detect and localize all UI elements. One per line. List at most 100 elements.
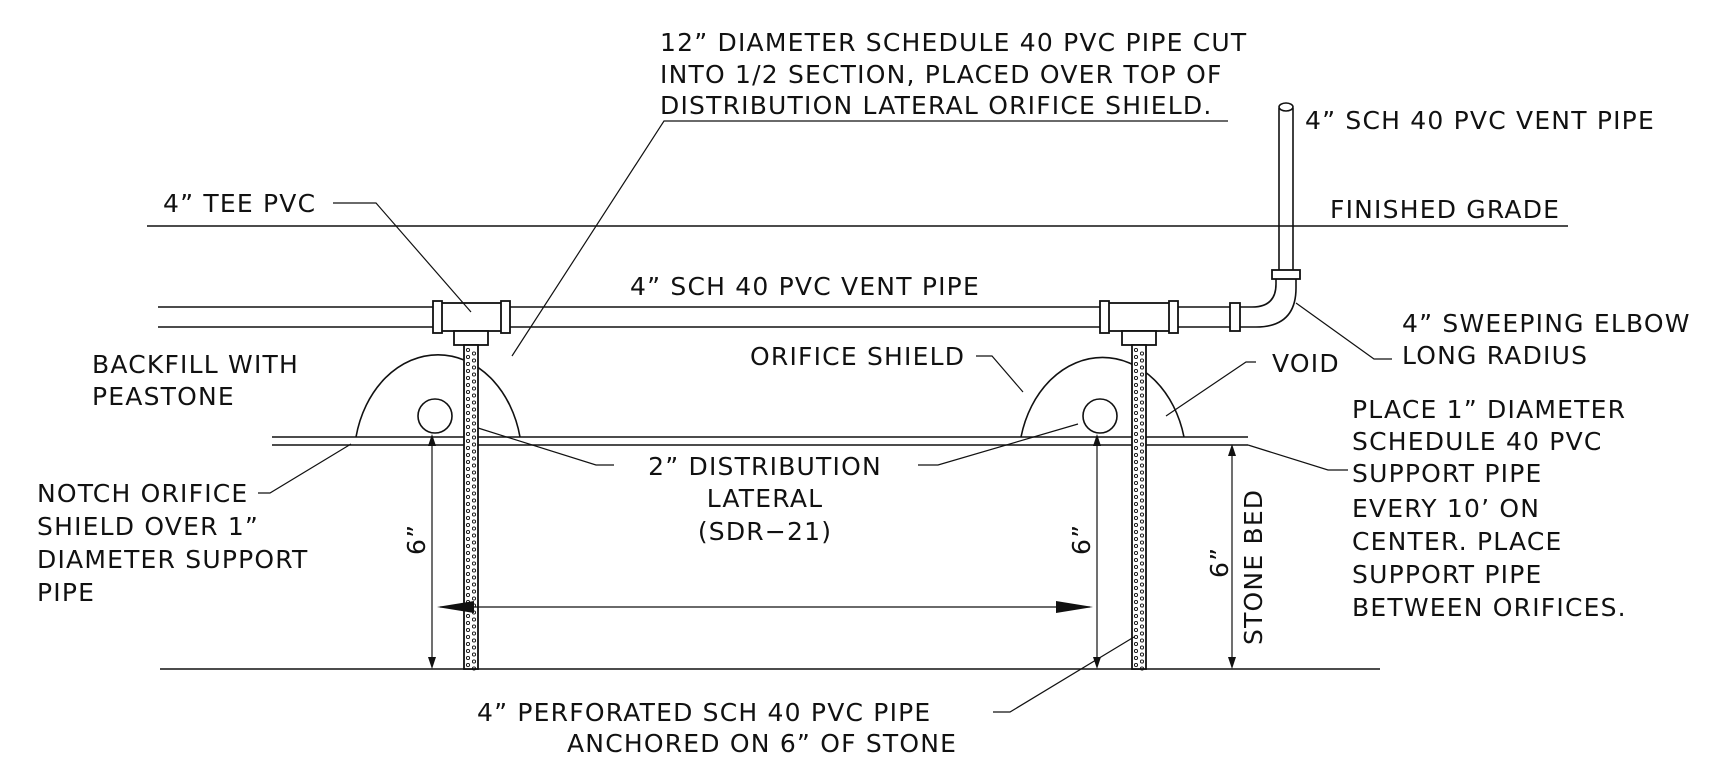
perforation-hole: [471, 638, 477, 643]
perforation-hole: [471, 561, 477, 566]
perforation-hole: [1139, 421, 1145, 426]
svg-text:LATERAL: LATERAL: [707, 484, 824, 513]
perforation-hole: [471, 589, 477, 594]
svg-text:BACKFILL WITH: BACKFILL WITH: [92, 350, 299, 379]
callout-tee: 4” TEE PVC: [163, 189, 316, 218]
perforation-hole: [471, 526, 477, 531]
perforation-hole: [1139, 470, 1145, 475]
perforation-hole: [465, 641, 471, 647]
perforation-hole: [1139, 428, 1145, 433]
perforation-hole: [465, 564, 471, 570]
perforation-hole: [1133, 634, 1139, 640]
orifice-shield-right: [1020, 356, 1185, 438]
perforation-hole: [465, 536, 471, 542]
perforation-hole: [471, 435, 477, 440]
perforation-hole: [1133, 501, 1139, 507]
perforation-hole: [471, 631, 477, 636]
perforation-hole: [1139, 589, 1145, 594]
svg-text:PLACE 1” DIAMETER: PLACE 1” DIAMETER: [1352, 395, 1626, 424]
perforation-hole: [1133, 543, 1139, 549]
perforation-hole: [1133, 578, 1139, 584]
perforation-hole: [1139, 386, 1145, 391]
perforation-hole: [1139, 484, 1145, 489]
perforation-hole: [465, 403, 471, 409]
callout-support-pipe: PLACE 1” DIAMETER SCHEDULE 40 PVC SUPPOR…: [1352, 395, 1627, 622]
perforation-hole: [1139, 526, 1145, 531]
perforation-hole: [465, 480, 471, 486]
svg-text:PEASTONE: PEASTONE: [92, 382, 235, 411]
perforation-hole: [471, 400, 477, 405]
perforation-hole: [471, 659, 477, 664]
leader-lines: [258, 120, 1392, 713]
perforation-hole: [1139, 358, 1145, 363]
perforation-hole: [1133, 368, 1139, 374]
perforation-hole: [1133, 585, 1139, 591]
perforation-hole: [1139, 610, 1145, 615]
perforation-hole: [1139, 631, 1145, 636]
perforation-hole: [471, 575, 477, 580]
callout-elbow: 4” SWEEPING ELBOW LONG RADIUS: [1402, 309, 1689, 370]
perforation-hole: [1133, 515, 1139, 521]
perforation-hole: [1139, 596, 1145, 601]
svg-text:BETWEEN ORIFICES.: BETWEEN ORIFICES.: [1352, 593, 1627, 622]
perforation-hole: [465, 571, 471, 577]
perforation-hole: [465, 662, 471, 668]
perforation-hole: [1139, 463, 1145, 468]
perforation-hole: [465, 515, 471, 521]
perforation-hole: [1133, 410, 1139, 416]
perforation-hole: [465, 655, 471, 661]
perforation-hole: [1133, 452, 1139, 458]
perforation-hole: [1139, 540, 1145, 545]
perforation-hole: [465, 522, 471, 528]
perforation-hole: [471, 442, 477, 447]
perforation-hole: [465, 410, 471, 416]
callout-finished-grade: FINISHED GRADE: [1330, 195, 1560, 224]
perforation-hole: [1139, 659, 1145, 664]
perforation-hole: [1139, 512, 1145, 517]
perforation-hole: [465, 627, 471, 633]
callout-void: VOID: [1272, 349, 1340, 378]
perforation-hole: [465, 585, 471, 591]
perforation-hole: [471, 519, 477, 524]
perforation-hole: [471, 533, 477, 538]
perforation-hole: [471, 547, 477, 552]
perforation-hole: [1133, 550, 1139, 556]
perforation-hole: [1133, 403, 1139, 409]
perforation-hole: [465, 634, 471, 640]
perforation-hole: [1139, 547, 1145, 552]
perforation-hole: [1133, 613, 1139, 619]
perforation-hole: [465, 396, 471, 402]
perforation-hole: [471, 568, 477, 573]
perforation-hole: [1133, 480, 1139, 486]
perforation-hole: [465, 431, 471, 437]
perforation-hole: [1133, 354, 1139, 360]
svg-text:4” PERFORATED SCH 40 PVC PIPE: 4” PERFORATED SCH 40 PVC PIPE: [477, 698, 931, 727]
perforation-hole: [471, 351, 477, 356]
perforation-hole: [1133, 648, 1139, 654]
callout-half-section: 12” DIAMETER SCHEDULE 40 PVC PIPE CUT IN…: [660, 28, 1247, 120]
perforation-hole: [471, 617, 477, 622]
perforation-hole: [465, 354, 471, 360]
perforation-hole: [471, 505, 477, 510]
callout-perforated-pipe: 4” PERFORATED SCH 40 PVC PIPE ANCHORED O…: [477, 698, 956, 757]
perforation-hole: [465, 361, 471, 367]
perforation-hole: [1139, 491, 1145, 496]
perforation-hole: [465, 424, 471, 430]
perforation-hole: [1139, 442, 1145, 447]
perforation-hole: [471, 407, 477, 412]
svg-text:12” DIAMETER SCHEDULE 40 PVC P: 12” DIAMETER SCHEDULE 40 PVC PIPE CUT: [660, 28, 1247, 57]
perforation-hole: [471, 491, 477, 496]
callout-orifice-shield: ORIFICE SHIELD: [750, 342, 965, 371]
perforation-hole: [1139, 568, 1145, 573]
perforation-hole: [1139, 435, 1145, 440]
perforation-hole: [1133, 508, 1139, 514]
perforation-hole: [471, 498, 477, 503]
perforation-hole: [471, 449, 477, 454]
perforation-hole: [1133, 389, 1139, 395]
perforation-hole: [471, 554, 477, 559]
perforation-hole: [1139, 477, 1145, 482]
perforation-hole: [465, 375, 471, 381]
perforation-hole: [1133, 487, 1139, 493]
perforation-hole: [1133, 571, 1139, 577]
